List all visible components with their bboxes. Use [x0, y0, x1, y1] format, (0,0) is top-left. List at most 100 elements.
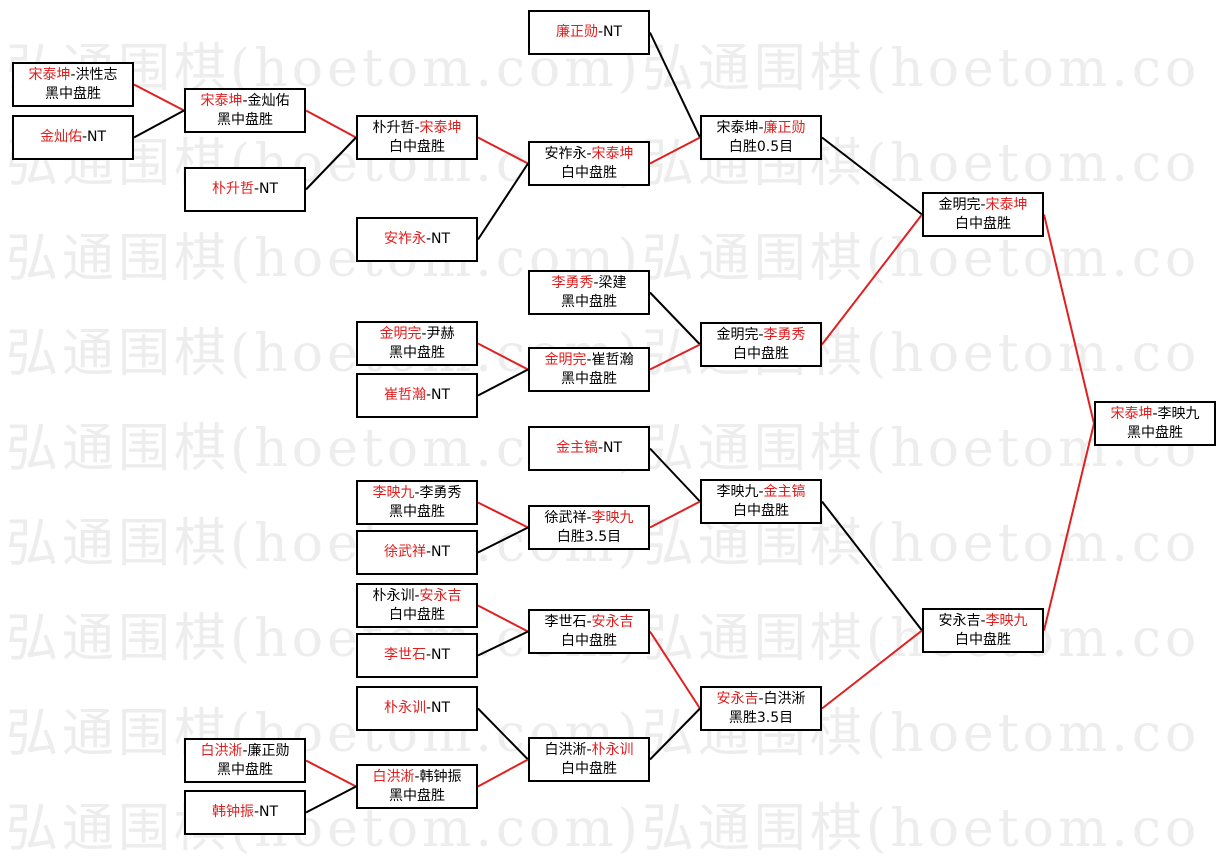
match-players: 李映九-金主镐 [702, 483, 820, 502]
player-one: 朴升哲 [372, 119, 415, 136]
match-result: 黑中盘胜 [389, 787, 445, 804]
player-two: 安永吉 [591, 613, 634, 630]
player-two: NT [603, 440, 623, 456]
player-one: 金明完 [544, 351, 587, 368]
bracket-link-r4b-r5a [649, 136, 701, 165]
match-box-r4d: 金明完-崔哲瀚黑中盘胜 [528, 347, 650, 392]
match-box-r3c: 金明完-尹赫黑中盘胜 [356, 321, 478, 366]
player-one: 宋泰坤 [716, 119, 759, 136]
match-box-r3f: 徐武祥-NT [356, 530, 478, 575]
match-players: 李映九-李勇秀 [358, 484, 476, 503]
player-one: 白洪淅 [200, 742, 243, 759]
separator: - [1152, 405, 1158, 422]
bracket-link-r4g-r5d [649, 630, 701, 710]
player-one: 白洪淅 [544, 741, 587, 758]
match-result: 白中盘胜 [955, 631, 1011, 648]
player-two: 韩钟振 [419, 768, 462, 785]
match-box-r2a: 宋泰坤-金灿佑黑中盘胜 [184, 88, 306, 133]
bracket-link-r3g-r4g [477, 604, 529, 633]
player-two: 李勇秀 [419, 484, 462, 501]
bracket-link-r5c-r6b [821, 500, 923, 632]
player-two: 宋泰坤 [419, 119, 462, 136]
match-result: 黑胜3.5目 [728, 709, 794, 726]
match-result: 白中盘胜 [389, 606, 445, 623]
separator: - [414, 119, 420, 136]
separator: - [586, 351, 592, 368]
match-box-r4g: 李世石-安永吉白中盘胜 [528, 609, 650, 654]
match-players: 金灿佑-NT [14, 128, 132, 147]
match-players: 白洪淅-朴永训 [530, 741, 648, 760]
match-players: 安祚永-NT [358, 230, 476, 249]
match-players: 朴升哲-NT [186, 180, 304, 199]
match-box-r5a: 宋泰坤-廉正勋白胜0.5目 [700, 115, 822, 160]
match-result: 黑中盘胜 [561, 293, 617, 310]
player-two: 朴永训 [591, 741, 634, 758]
separator: - [425, 647, 432, 663]
separator: - [758, 326, 764, 343]
bracket-link-r6a-final [1043, 214, 1095, 424]
player-two: NT [431, 231, 451, 247]
bracket-link-r4d-r5b [649, 343, 701, 371]
match-result: 黑中盘胜 [1127, 424, 1183, 441]
player-one: 安祚永 [383, 231, 426, 247]
bracket-link-r1a-r2a [133, 83, 185, 112]
match-box-r3i: 朴永训-NT [356, 686, 478, 731]
match-box-r4f: 徐武祥-李映九白胜3.5目 [528, 505, 650, 550]
player-one: 金灿佑 [39, 129, 82, 145]
bracket-link-r3e-r4f [477, 501, 529, 529]
match-players: 白洪淅-廉正勋 [186, 742, 304, 761]
match-players: 廉正勋-NT [530, 23, 648, 42]
player-two: 李勇秀 [763, 326, 806, 343]
player-two: 宋泰坤 [985, 196, 1028, 213]
player-one: 金明完 [716, 326, 759, 343]
bracket-link-r2b-r3a [305, 136, 357, 191]
separator: - [980, 196, 986, 213]
bracket-link-r3i-r4h [477, 707, 529, 761]
match-players: 朴永训-安永吉 [358, 587, 476, 606]
separator: - [597, 440, 604, 456]
match-players: 金主镐-NT [530, 439, 648, 458]
match-players: 李世石-NT [358, 646, 476, 665]
match-box-r1b: 金灿佑-NT [12, 115, 134, 160]
match-box-r5c: 李映九-金主镐白中盘胜 [700, 479, 822, 524]
match-result: 白中盘胜 [561, 632, 617, 649]
bracket-link-r1b-r2a [133, 109, 185, 139]
player-two: NT [431, 387, 451, 403]
player-two: NT [431, 647, 451, 663]
match-players: 安祚永-宋泰坤 [530, 145, 648, 164]
player-one: 李映九 [716, 483, 759, 500]
player-one: 金明完 [379, 325, 422, 342]
player-one: 金主镐 [555, 440, 598, 456]
player-two: 崔哲瀚 [591, 351, 634, 368]
match-result: 黑中盘胜 [217, 761, 273, 778]
separator: - [586, 741, 592, 758]
match-players: 徐武祥-李映九 [530, 509, 648, 528]
player-one: 廉正勋 [555, 24, 598, 40]
player-two: 廉正勋 [247, 742, 290, 759]
player-one: 安祚永 [544, 145, 587, 162]
separator: - [70, 66, 76, 83]
match-box-r2c: 白洪淅-韩钟振黑中盘胜 [356, 764, 478, 809]
separator: - [586, 613, 592, 630]
separator: - [414, 484, 420, 501]
match-box-r3g: 朴永训-安永吉白中盘胜 [356, 583, 478, 628]
player-one: 朴永训 [383, 700, 426, 716]
match-box-r3a: 朴升哲-宋泰坤白中盘胜 [356, 115, 478, 160]
player-two: 安永吉 [419, 587, 462, 604]
separator: - [421, 325, 427, 342]
bracket-link-r3f-r4f [477, 526, 529, 554]
match-players: 朴升哲-宋泰坤 [358, 119, 476, 138]
match-result: 黑中盘胜 [389, 344, 445, 361]
match-result: 白中盘胜 [733, 345, 789, 362]
match-result: 白中盘胜 [955, 215, 1011, 232]
match-result: 黑中盘胜 [389, 503, 445, 520]
bracket-link-r1d-r2c [305, 785, 357, 814]
player-two: 洪性志 [75, 66, 118, 83]
separator: - [242, 742, 248, 759]
match-box-r3e: 李映九-李勇秀黑中盘胜 [356, 480, 478, 525]
separator: - [425, 231, 432, 247]
match-box-r1d: 韩钟振-NT [184, 790, 306, 835]
bracket-link-r6b-final [1043, 423, 1095, 631]
separator: - [81, 129, 88, 145]
separator: - [586, 145, 592, 162]
